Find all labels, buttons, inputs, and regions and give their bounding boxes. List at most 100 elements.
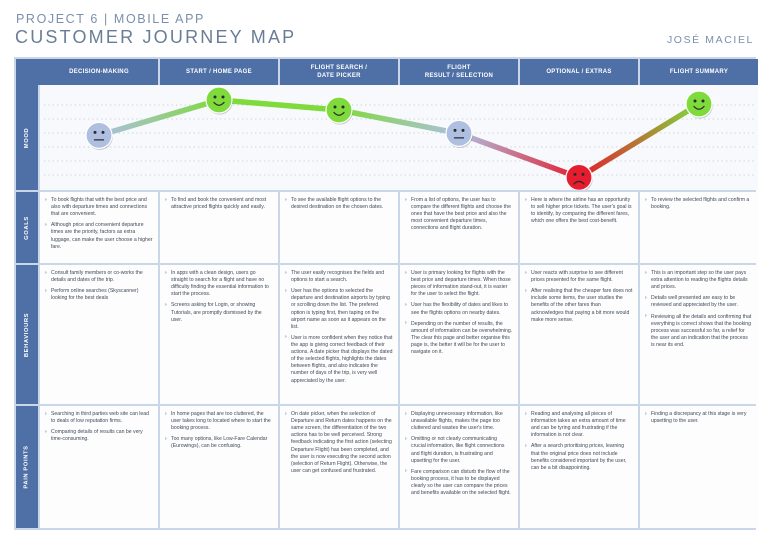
pain-points-cell: Searching in third parties web site can …: [40, 406, 158, 528]
row-label-text: MOOD: [24, 127, 30, 148]
list-item: On date picker, when the selection of De…: [285, 411, 393, 475]
pain-points-cell: Finding a discrepancy at this stage is v…: [640, 406, 758, 528]
list-item: Perform online searches (Skyscanner) loo…: [45, 288, 153, 302]
behaviours-cell: The user easily recognises the fields an…: [280, 265, 398, 404]
list-item: Screens asking for Login, or showing Tut…: [165, 302, 273, 323]
face-eye: [213, 95, 217, 99]
list-item: Reviewing all the details and confirming…: [645, 313, 753, 350]
behaviours-list: The user easily recognises the fields an…: [285, 269, 393, 385]
behaviours-cell: This is an important step so the user pa…: [640, 265, 758, 404]
goals-row-label: GOALS: [16, 192, 38, 263]
pain-points-row-label: PAIN POINTS: [16, 406, 38, 528]
project-label: PROJECT 6 | MOBILE APP: [16, 12, 205, 26]
stage-header: FLIGHT SUMMARY: [640, 59, 758, 85]
goals-list: To see the available flight options to t…: [285, 196, 393, 211]
pain-points-list: In home pages that are too cluttered, th…: [165, 410, 273, 451]
goals-cell: To review the selected flights and confi…: [640, 192, 758, 263]
mood-face-happy-icon: [205, 86, 233, 115]
pain-points-list: Reading and analysing all pieces of info…: [525, 410, 633, 472]
mood-face-happy-icon: [325, 96, 353, 125]
face-eye: [701, 99, 705, 103]
goals-list: Here is where the airline has an opportu…: [525, 196, 633, 225]
face-eye: [341, 105, 345, 109]
face-eye: [581, 172, 585, 176]
face-mouth: [333, 111, 345, 116]
list-item: Consult family members or co-works the d…: [45, 269, 153, 284]
list-item: Omitting or not clearly communicating cr…: [405, 436, 513, 464]
face-eye: [101, 130, 105, 134]
list-item: Comparing details of results can be very…: [45, 429, 153, 443]
author-name: JOSÉ MACIEL: [666, 34, 754, 46]
goals-cell: To book flights that with the best price…: [40, 192, 158, 263]
row-label-text: PAIN POINTS: [24, 445, 30, 489]
face-eye: [333, 105, 337, 109]
goals-cell: To see the available flight options to t…: [280, 192, 398, 263]
row-label-text: GOALS: [24, 215, 30, 240]
list-item: This is an important step so the user pa…: [645, 269, 753, 291]
list-item: After realising that the cheaper fare do…: [525, 288, 633, 324]
list-item: To see the available flight options to t…: [285, 196, 393, 211]
behaviours-list: User reacts with surprise to see differe…: [525, 269, 633, 324]
mood-curve-segment: [456, 130, 582, 181]
face-eye: [573, 172, 577, 176]
behaviours-list: User is primary looking for flights with…: [405, 269, 513, 357]
mood-curve-segment: [576, 101, 702, 181]
goals-cell: Here is where the airline has an opportu…: [520, 192, 638, 263]
pain-points-cell: On date picker, when the selection of De…: [280, 406, 398, 528]
behaviours-row-label: BEHAVIOURS: [16, 265, 38, 404]
stage-header: FLIGHT RESULT / SELECTION: [400, 59, 518, 85]
mood-face-neutral-icon: [445, 119, 473, 148]
behaviours-cell: Consult family members or co-works the d…: [40, 265, 158, 404]
pain-points-cell: In home pages that are too cluttered, th…: [160, 406, 278, 528]
pain-points-list: Finding a discrepancy at this stage is v…: [645, 410, 753, 425]
stage-header: OPTIONAL / EXTRAS: [520, 59, 638, 85]
list-item: Fare comparison can disturb the flow of …: [405, 468, 513, 497]
list-item: Finding a discrepancy at this stage is v…: [645, 410, 753, 425]
face-eye: [693, 99, 697, 103]
list-item: User reacts with surprise to see differe…: [525, 269, 633, 284]
list-item: Searching in third parties web site can …: [45, 410, 153, 425]
list-item: Here is where the airline has an opportu…: [525, 196, 633, 225]
list-item: The user easily recognises the fields an…: [285, 269, 393, 284]
list-item: User has the flexibility of dates and li…: [405, 302, 513, 316]
list-item: To review the selected flights and confi…: [645, 196, 753, 211]
face-circle: [565, 163, 593, 190]
behaviours-list: Consult family members or co-works the d…: [45, 269, 153, 302]
list-item: In apps with a clean design, users go st…: [165, 269, 273, 298]
mood-face-happy-icon: [685, 90, 713, 119]
list-item: Depending on the number of results, the …: [405, 320, 513, 357]
pain-points-list: On date picker, when the selection of De…: [285, 411, 393, 475]
page-title: CUSTOMER JOURNEY MAP: [15, 27, 297, 47]
list-item: From a list of options, the user has to …: [405, 197, 513, 233]
list-item: Although price and convenient departure …: [45, 222, 153, 250]
behaviours-cell: User is primary looking for flights with…: [400, 265, 518, 404]
pain-points-list: Displaying unnecessary information, like…: [405, 410, 513, 497]
face-circle: [325, 96, 353, 124]
mood-curve-chart: [44, 86, 754, 190]
list-item: Reading and analysing all pieces of info…: [525, 410, 633, 439]
face-eye: [461, 128, 465, 132]
list-item: Too many options, like Low-Fare Calendar…: [165, 436, 273, 450]
stage-header: FLIGHT SEARCH / DATE PICKER: [280, 59, 398, 85]
list-item: Details well presented are easy to be re…: [645, 295, 753, 309]
goals-list: From a list of options, the user has to …: [405, 197, 513, 233]
behaviours-list: This is an important step so the user pa…: [645, 269, 753, 350]
mood-curve-segment: [216, 97, 342, 113]
stage-header: START / HOME PAGE: [160, 59, 278, 85]
list-item: To find and book the convenient and most…: [165, 196, 273, 211]
face-circle: [685, 90, 713, 118]
list-item: User is primary looking for flights with…: [405, 269, 513, 298]
goals-cell: To find and book the convenient and most…: [160, 192, 278, 263]
goals-list: To book flights that with the best price…: [45, 196, 153, 251]
behaviours-cell: In apps with a clean design, users go st…: [160, 265, 278, 404]
face-circle: [85, 121, 113, 150]
mood-chart-area: [40, 85, 758, 190]
goals-cell: From a list of options, the user has to …: [400, 192, 518, 263]
face-circle: [445, 119, 473, 148]
list-item: After a search prioritising prices, lear…: [525, 443, 633, 471]
face-mouth: [693, 105, 705, 110]
mood-face-neutral-icon: [85, 121, 113, 150]
face-eye: [453, 128, 457, 132]
row-label-text: BEHAVIOURS: [24, 312, 31, 357]
